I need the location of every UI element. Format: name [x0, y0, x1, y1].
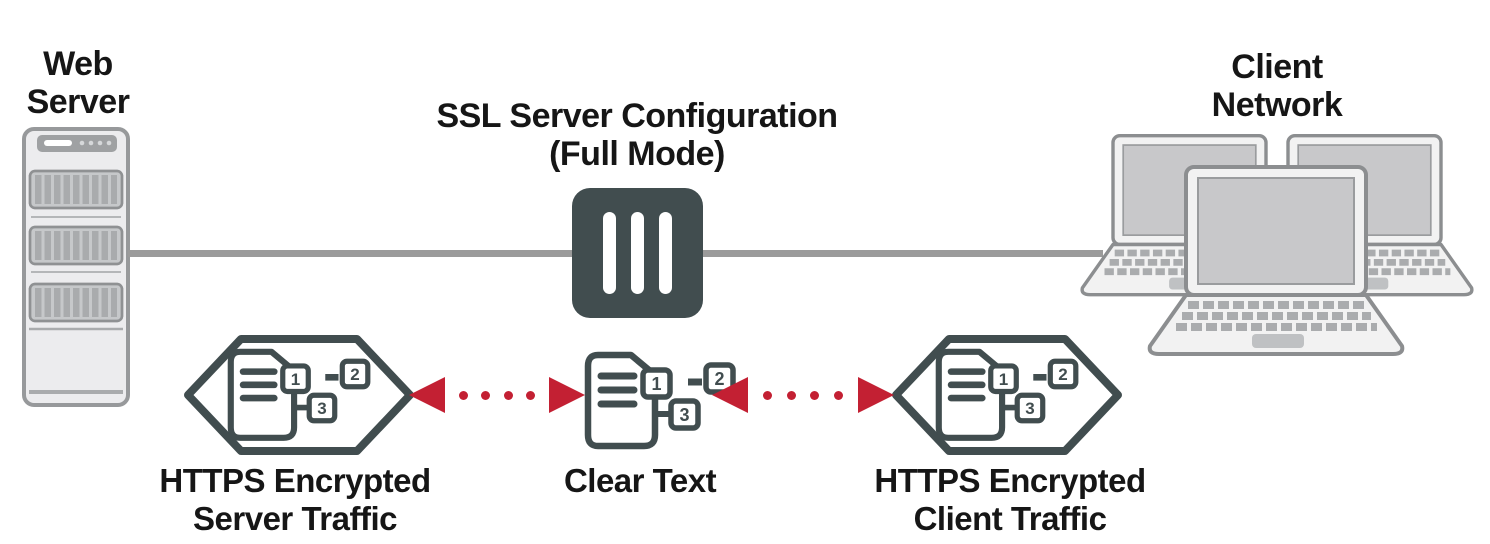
- dot: [762, 390, 772, 400]
- clear-text-label: Clear Text: [563, 462, 717, 499]
- arrowhead-left-icon: [712, 377, 748, 413]
- web-server-label: Web Server: [26, 45, 130, 121]
- server-tower-icon: [22, 127, 130, 407]
- dotted-arrow-server-side: [409, 377, 585, 413]
- server-traffic-label: HTTPS Encrypted Server Traffic: [159, 462, 431, 537]
- dot: [481, 390, 491, 400]
- arrowhead-right-icon: [857, 377, 894, 413]
- gateway-bar: [603, 212, 616, 294]
- client-traffic-label: HTTPS Encrypted Client Traffic: [874, 462, 1146, 537]
- client-network-label: Client Network: [1211, 48, 1343, 124]
- dot: [810, 390, 820, 400]
- arrowhead-left-icon: [409, 377, 445, 413]
- https-client-traffic-hexagon-icon: [892, 335, 1122, 455]
- client-laptops-icon: [1068, 128, 1490, 368]
- ssl-title: SSL Server Configuration (Full Mode): [436, 97, 838, 173]
- dot: [786, 390, 796, 400]
- dot: [834, 390, 844, 400]
- ssl-gateway-icon: [572, 188, 703, 318]
- dot: [503, 390, 513, 400]
- dotted-arrow-client-side: [712, 377, 894, 413]
- gateway-bar: [631, 212, 644, 294]
- gateway-bar: [659, 212, 672, 294]
- arrowhead-right-icon: [548, 377, 585, 413]
- dot: [526, 390, 536, 400]
- dot: [458, 390, 468, 400]
- https-server-traffic-hexagon-icon: [184, 335, 414, 455]
